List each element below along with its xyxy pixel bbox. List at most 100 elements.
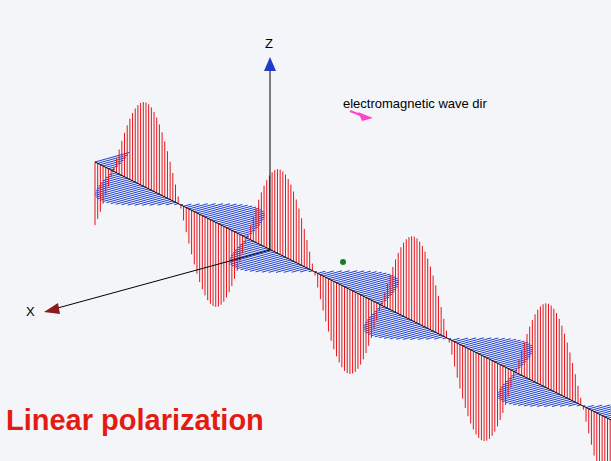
electric-stroke — [234, 232, 235, 279]
electric-stroke — [202, 216, 203, 290]
electric-stroke — [553, 309, 554, 392]
electric-stroke — [213, 221, 214, 306]
electric-stroke — [438, 296, 439, 334]
electric-stroke — [363, 296, 364, 359]
electric-stroke — [567, 343, 568, 399]
electric-stroke — [379, 304, 380, 311]
electric-stroke — [188, 209, 189, 244]
electric-stroke — [586, 408, 587, 422]
electric-stroke — [564, 334, 565, 397]
electric-stroke — [288, 179, 289, 259]
magnetic-stroke — [194, 204, 223, 212]
electric-stroke — [419, 242, 420, 325]
electric-stroke — [357, 293, 358, 368]
electric-stroke — [261, 192, 262, 245]
electric-stroke — [532, 320, 533, 381]
electric-stroke — [387, 284, 388, 309]
electric-stroke — [159, 124, 160, 194]
electric-stroke — [548, 304, 549, 389]
electric-stroke — [317, 273, 318, 287]
electric-stroke — [100, 165, 101, 212]
electric-stroke — [441, 307, 442, 335]
electric-stroke — [167, 151, 168, 198]
electric-stroke — [604, 417, 605, 461]
electric-stroke — [170, 162, 171, 200]
electric-stroke — [145, 103, 146, 188]
electric-stroke — [465, 347, 466, 408]
electric-stroke — [545, 303, 546, 387]
magnetic-stroke — [500, 356, 530, 364]
electric-stroke — [518, 360, 519, 374]
electric-stroke — [320, 275, 321, 300]
electric-stroke — [610, 420, 611, 461]
electric-stroke — [352, 291, 353, 374]
electric-stroke — [596, 413, 597, 461]
electric-stroke — [543, 304, 544, 386]
electric-stroke — [416, 238, 417, 323]
magnetic-stroke — [300, 269, 310, 272]
magnetic-stroke — [468, 338, 505, 348]
axis-marker — [340, 259, 346, 265]
electric-stroke — [103, 166, 104, 204]
electric-stroke — [527, 334, 528, 378]
magnetic-stroke — [498, 382, 535, 392]
electric-stroke — [395, 259, 396, 312]
electric-stroke — [368, 299, 369, 346]
electric-stroke — [151, 107, 152, 190]
electric-stroke — [277, 169, 278, 253]
direction-arrow-shaft — [350, 111, 368, 118]
magnetic-stroke — [452, 338, 460, 340]
electric-stroke — [481, 355, 482, 440]
electric-stroke — [435, 285, 436, 332]
electric-stroke — [505, 367, 506, 405]
electric-stroke — [510, 370, 511, 388]
magnetic-stroke — [568, 403, 578, 406]
electric-stroke — [398, 253, 399, 314]
electric-stroke — [137, 105, 138, 183]
electric-stroke — [148, 104, 149, 189]
magnetic-stroke — [364, 315, 401, 325]
electric-stroke — [306, 240, 307, 268]
electric-stroke — [309, 252, 310, 270]
x-arrowhead — [44, 303, 60, 314]
electric-stroke — [221, 225, 222, 305]
electric-stroke — [425, 252, 426, 327]
electric-stroke — [280, 170, 281, 255]
electric-stroke — [231, 230, 232, 286]
electric-stroke — [132, 113, 133, 181]
magnetic-stroke — [98, 155, 128, 163]
electric-stroke — [588, 409, 589, 434]
electric-stroke — [355, 292, 356, 372]
electric-stroke — [347, 288, 348, 373]
magnetic-stroke — [328, 271, 357, 279]
magnetic-stroke — [560, 402, 575, 406]
electric-stroke — [172, 173, 173, 201]
electric-stroke — [580, 398, 581, 405]
magnetic-stroke — [434, 336, 444, 339]
magnetic-stroke — [608, 406, 611, 418]
electric-stroke — [186, 208, 187, 233]
electric-stroke — [135, 109, 136, 183]
electric-stroke — [457, 343, 458, 378]
electric-stroke — [293, 191, 294, 261]
electric-stroke — [296, 199, 297, 262]
electric-stroke — [121, 141, 122, 176]
electric-stroke — [454, 342, 455, 367]
z-axis — [270, 66, 271, 250]
electric-stroke — [223, 226, 224, 301]
magnetic-stroke — [318, 271, 326, 273]
electric-stroke — [218, 224, 219, 307]
magnetic-stroke — [426, 335, 441, 339]
electric-stroke — [156, 118, 157, 193]
electric-stroke — [344, 287, 345, 371]
magnetic-stroke — [586, 405, 594, 407]
magnetic-stroke — [366, 289, 396, 297]
electric-stroke — [210, 220, 211, 304]
x-axis — [54, 250, 270, 309]
electric-stroke — [124, 133, 125, 177]
electric-stroke — [502, 366, 503, 413]
electric-stroke — [245, 237, 246, 244]
electric-stroke — [97, 163, 98, 219]
